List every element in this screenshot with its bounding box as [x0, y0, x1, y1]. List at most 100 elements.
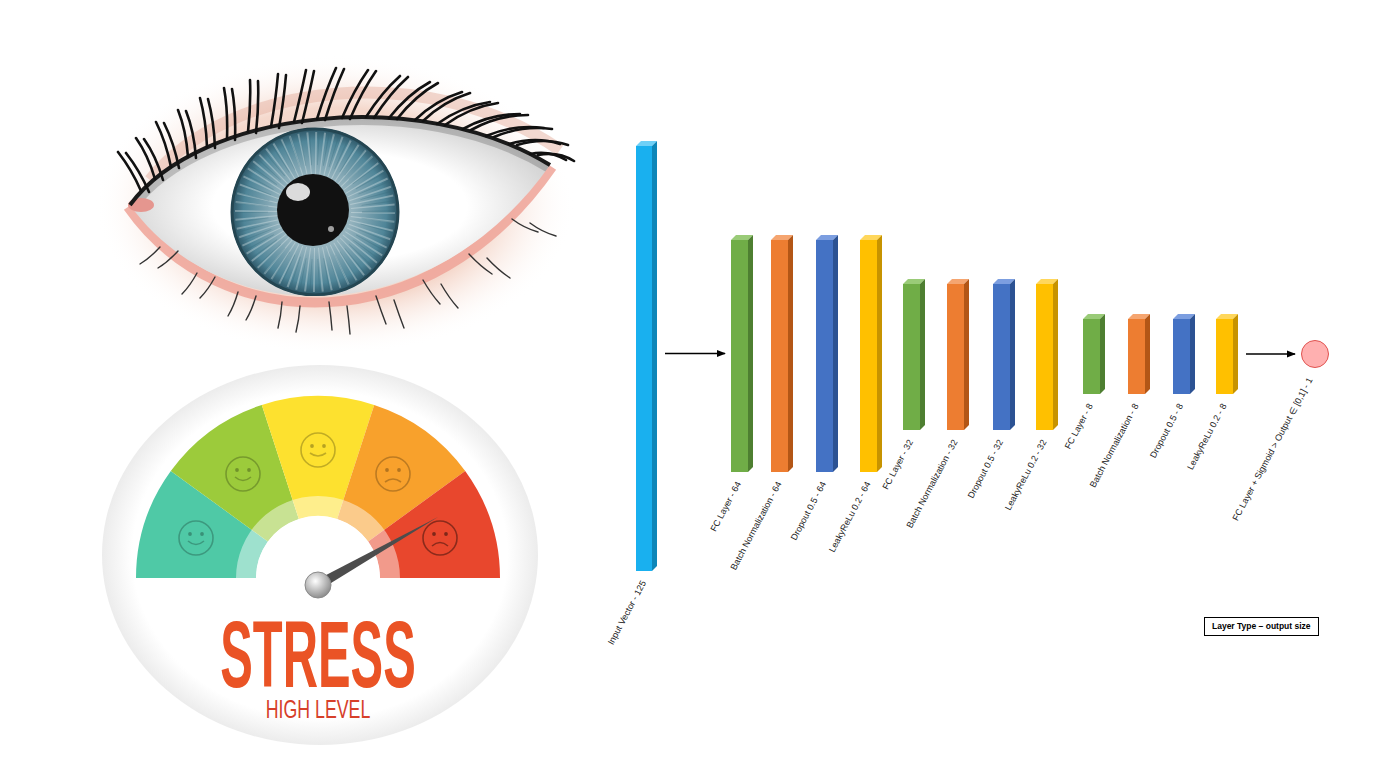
layer-prism	[993, 279, 1015, 430]
face-eye	[200, 532, 204, 536]
layer-label: Dropout 0.5 - 32	[966, 437, 1006, 500]
iris-group	[130, 117, 550, 296]
prism-side	[964, 279, 969, 430]
layer-prism	[903, 279, 925, 430]
lower-lashes	[140, 219, 538, 330]
prism-front	[860, 240, 877, 472]
gauge-center	[256, 516, 380, 578]
leaky-relu-bar: LeakyReLu 0.2 - 64	[860, 235, 882, 472]
prism-side	[1233, 314, 1238, 394]
face-mouth	[310, 453, 326, 456]
face-eyes	[188, 444, 448, 536]
dropout-bar: Dropout 0.5 - 8	[1173, 314, 1195, 394]
prism-side	[652, 141, 657, 571]
layer-label: Dropout 0.5 - 8	[1148, 401, 1186, 459]
layer-prism	[1173, 314, 1195, 394]
prism-front	[1173, 319, 1190, 394]
layer-label: Input Vector - 125	[606, 578, 649, 646]
prism-side	[1010, 279, 1015, 430]
gauge-subtitle: HIGH LEVEL	[266, 697, 371, 722]
lower-lashes-second-row	[158, 223, 556, 334]
iris	[231, 128, 399, 296]
prism-side	[1145, 314, 1150, 394]
layer-prism	[860, 235, 882, 472]
prism-side	[1190, 314, 1195, 394]
face-eye	[432, 532, 436, 536]
prism-front	[771, 240, 788, 472]
prism-side	[1100, 314, 1105, 394]
flow-arrow	[1246, 353, 1295, 354]
iris-rim	[232, 129, 398, 295]
prism-front	[1083, 319, 1100, 394]
prism-side	[877, 235, 882, 472]
prism-front	[947, 284, 964, 430]
batch-norm-bar: Batch Normalization - 64	[771, 235, 793, 472]
layer-prism	[1128, 314, 1150, 394]
iris-streaks	[257, 154, 373, 270]
eye-illustration	[95, 55, 575, 355]
gauge-needle	[316, 517, 439, 589]
leaky-relu-bar: LeakyReLu 0.2 - 32	[1036, 279, 1058, 430]
layer-label: Dropout 0.5 - 64	[789, 479, 829, 542]
prism-front	[903, 284, 920, 430]
flow-arrow	[665, 353, 725, 354]
layer-label: LeakyReLu 0.2 - 8	[1185, 401, 1229, 471]
output-circle-shape	[1302, 341, 1329, 368]
face-outline	[301, 433, 335, 467]
face-mouth	[235, 477, 251, 481]
sclera	[130, 117, 550, 296]
face-eye	[310, 444, 314, 448]
leaky-relu-bar: LeakyReLu 0.2 - 8	[1216, 314, 1238, 394]
layer-label: Batch Normalization - 8	[1088, 401, 1142, 489]
fc-layer-bar: FC Layer - 32	[903, 279, 925, 430]
face-eye	[235, 468, 239, 472]
prism-front	[731, 240, 748, 472]
face-outline	[179, 521, 213, 555]
layer-prism	[1083, 314, 1105, 394]
layer-label: LeakyReLu 0.2 - 32	[1003, 437, 1050, 512]
face-mouth	[385, 479, 401, 482]
face-eye	[385, 468, 389, 472]
face-outline	[376, 457, 410, 491]
gauge-hub	[305, 572, 331, 598]
gauge-title: STRESS	[220, 608, 416, 702]
prism-front	[636, 146, 652, 571]
face-eye	[444, 532, 448, 536]
prism-front	[816, 240, 833, 472]
prism-side	[1053, 279, 1058, 430]
legend-key-box: Layer Type – output size	[1204, 617, 1319, 636]
layer-label: FC Layer - 32	[881, 437, 917, 491]
upper-lash-strokes	[118, 68, 566, 191]
prism-front	[1128, 319, 1145, 394]
upper-lashes-second-row	[126, 69, 574, 192]
layer-prism	[731, 235, 753, 472]
layer-label: FC Layer - 64	[709, 479, 745, 533]
prism-front	[1036, 284, 1053, 430]
layer-prism	[636, 141, 657, 571]
face-outline	[226, 457, 260, 491]
prism-front	[1216, 319, 1233, 394]
layer-prism	[816, 235, 838, 472]
layer-prism	[1216, 314, 1238, 394]
prism-side	[833, 235, 838, 472]
input-vector-bar: Input Vector - 125	[636, 141, 657, 571]
eye-highlight-small	[328, 226, 334, 232]
gauge-faces	[179, 433, 457, 555]
prism-side	[788, 235, 793, 472]
layer-label: LeakyReLu 0.2 - 64	[827, 479, 874, 554]
prism-front	[993, 284, 1010, 430]
iris-streaks-dark	[251, 148, 379, 276]
dropout-bar: Dropout 0.5 - 64	[816, 235, 838, 472]
eye-highlight	[286, 183, 310, 201]
upper-lashes	[118, 68, 566, 191]
layer-label: FC Layer - 8	[1063, 401, 1096, 450]
stress-gauge	[102, 365, 538, 745]
prism-side	[748, 235, 753, 472]
key-text: Layer Type – output size	[1212, 621, 1311, 632]
face-eye	[397, 468, 401, 472]
face-eye	[188, 532, 192, 536]
layer-prism	[1036, 279, 1058, 430]
face-mouth	[432, 543, 448, 547]
face-eye	[247, 468, 251, 472]
